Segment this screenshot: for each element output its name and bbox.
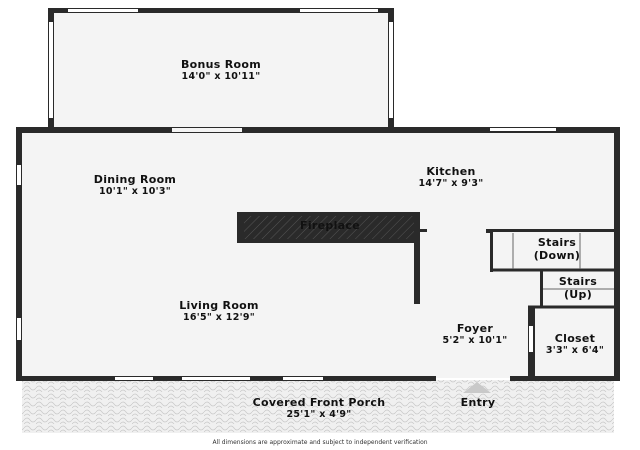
fireplace-wall <box>414 212 420 304</box>
room-name: Stairs <box>558 275 598 288</box>
room-name: Dining Room <box>93 173 177 186</box>
porch-floor <box>22 380 614 433</box>
window <box>115 377 153 380</box>
wall <box>48 8 394 13</box>
room-sub: (Down) <box>533 249 581 262</box>
wall <box>490 232 493 272</box>
wall <box>16 127 620 133</box>
room-dims: 16'5" x 12'9" <box>182 312 256 323</box>
window <box>49 22 53 118</box>
porch-label: Covered Front Porch 25'1" x 4'9" <box>253 396 386 420</box>
room-name: Stairs <box>537 236 577 249</box>
foyer-label: Foyer 5'2" x 10'1" <box>442 322 507 346</box>
entry-text: Entry <box>460 396 496 409</box>
room-dims: 14'0" x 10'11" <box>181 71 261 82</box>
wall <box>16 127 22 380</box>
room-dims: 3'3" x 6'4" <box>545 345 605 356</box>
room-dims: 14'7" x 9'3" <box>418 178 484 189</box>
entry-label: Entry <box>461 396 496 409</box>
room-name: Living Room <box>179 299 259 312</box>
living-room-label: Living Room 16'5" x 12'9" <box>179 299 259 323</box>
room-dims: 25'1" x 4'9" <box>286 409 352 420</box>
opening <box>172 128 242 132</box>
room-name: Foyer <box>456 322 494 335</box>
wall <box>510 376 620 381</box>
window <box>68 9 138 12</box>
bonus-room-floor <box>52 12 390 130</box>
fireplace-label: Fireplace <box>300 219 360 232</box>
room-name: Fireplace <box>300 219 360 232</box>
closet-floor <box>535 309 614 376</box>
window <box>283 377 323 380</box>
kitchen-label: Kitchen 14'7" x 9'3" <box>418 165 483 189</box>
room-name: Bonus Room <box>180 58 262 71</box>
room-dims: 10'1" x 10'3" <box>98 186 172 197</box>
room-name: Kitchen <box>426 165 476 178</box>
window <box>17 165 21 185</box>
window <box>300 9 378 12</box>
bonus-room-label: Bonus Room 14'0" x 10'11" <box>181 58 261 82</box>
room-dims: 5'2" x 10'1" <box>442 335 508 346</box>
fireplace-hatch <box>244 216 414 239</box>
wall <box>540 270 543 308</box>
room-name: Closet <box>554 332 596 345</box>
room-name: Covered Front Porch <box>252 396 386 409</box>
window <box>182 377 250 380</box>
closet-door <box>529 326 533 352</box>
disclaimer: All dimensions are approximate and subje… <box>212 439 428 446</box>
entry-arrow-icon <box>463 382 491 393</box>
window <box>490 128 556 131</box>
stairs-down-label: Stairs (Down) <box>534 236 581 262</box>
stairs-up-label: Stairs (Up) <box>559 275 597 301</box>
wall <box>486 229 614 233</box>
room-sub: (Up) <box>563 288 593 301</box>
window <box>389 22 393 118</box>
fireplace-wall <box>420 229 427 232</box>
dining-room-label: Dining Room 10'1" x 10'3" <box>94 173 176 197</box>
closet-label: Closet 3'3" x 6'4" <box>546 332 604 356</box>
window <box>17 318 21 340</box>
wall <box>614 127 620 380</box>
